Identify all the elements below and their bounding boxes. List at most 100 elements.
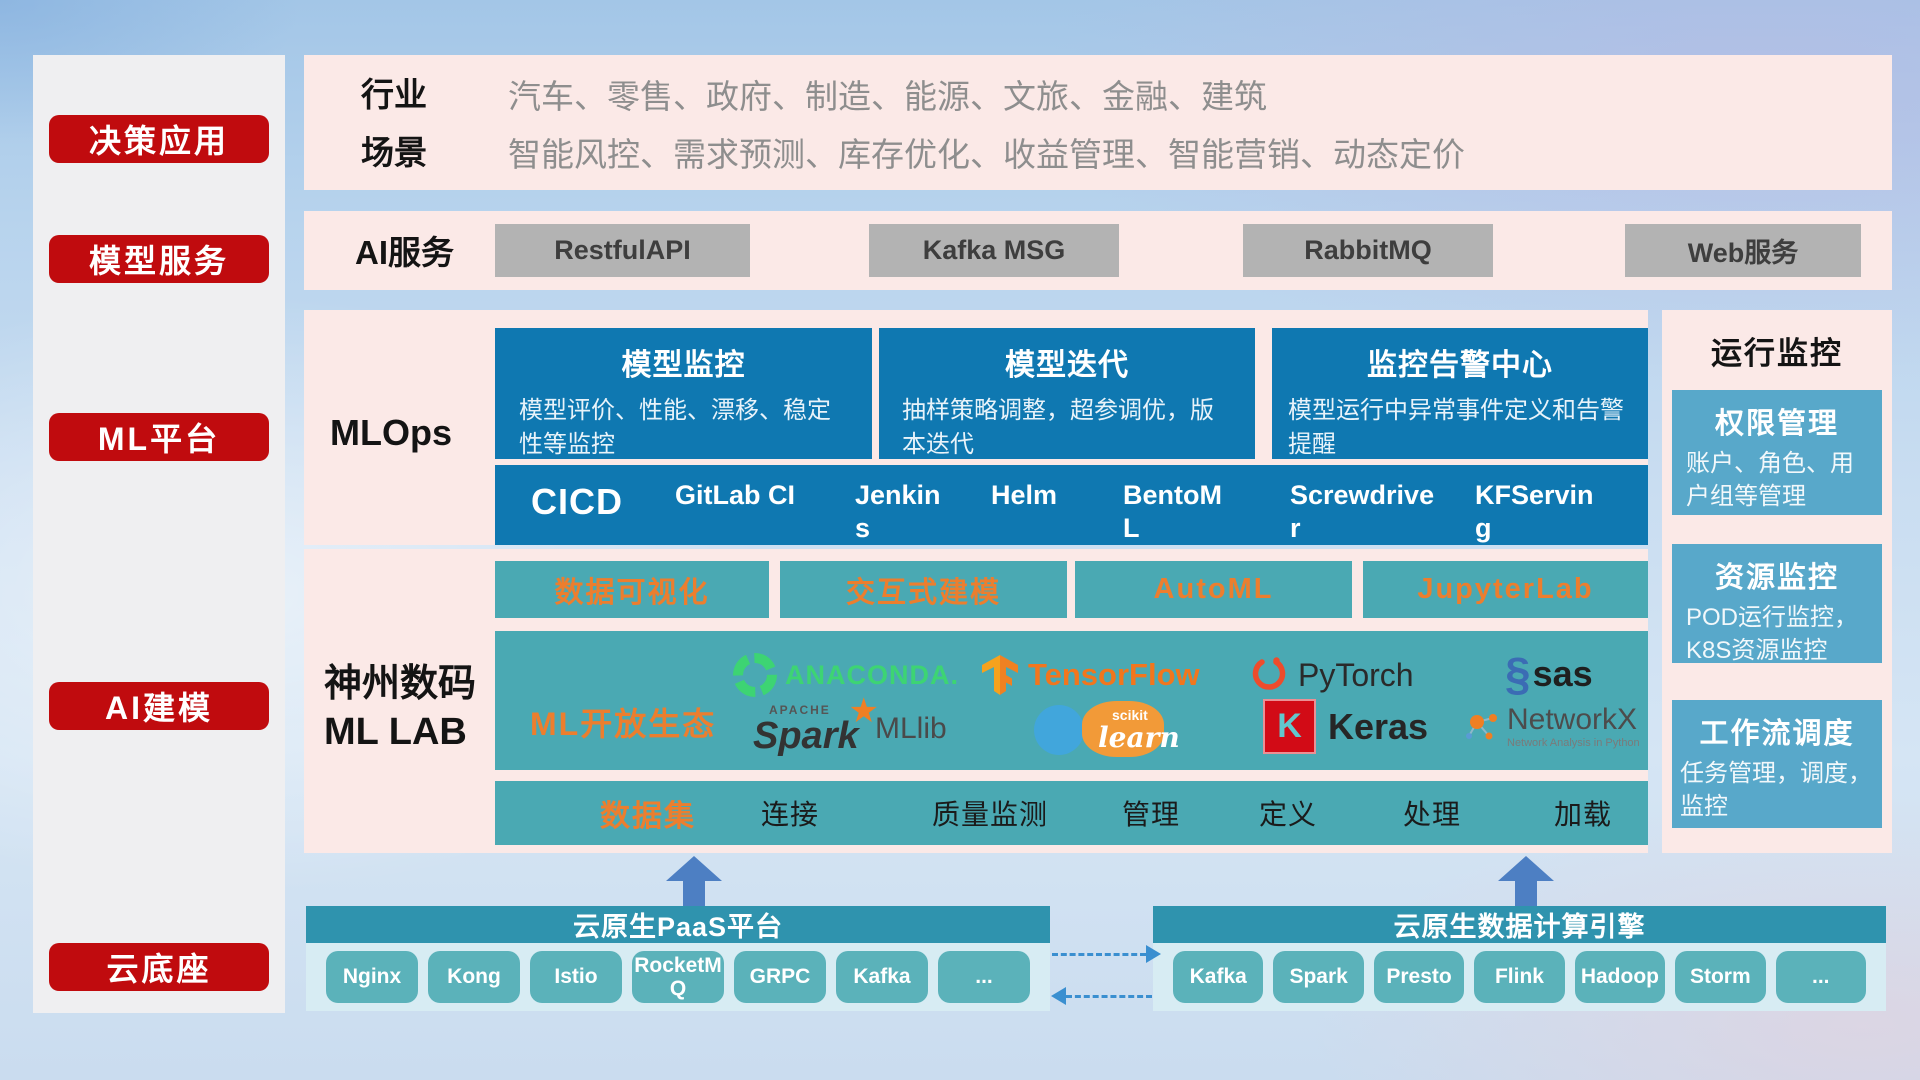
- tensorflow-logo: TensorFlow: [980, 653, 1200, 697]
- mlops-box-alert-center: 监控告警中心 模型运行中异常事件定义和告警提醒: [1272, 328, 1648, 459]
- box-desc: 任务管理，调度，监控: [1680, 760, 1872, 820]
- industry-scenario-panel: 行业 汽车、零售、政府、制造、能源、文旅、金融、建筑 场景 智能风控、需求预测、…: [304, 55, 1892, 190]
- networkx-text: NetworkX: [1507, 703, 1638, 736]
- spark-apache-text: APACHE: [769, 703, 831, 717]
- pytorch-icon: [1252, 657, 1286, 690]
- paas-button-nginx[interactable]: Nginx: [326, 951, 418, 1003]
- sidebar: 决策应用 模型服务 ML平台 AI建模 云底座: [33, 55, 285, 1013]
- spark-text: Spark: [753, 715, 859, 757]
- monitor-box-workflow: 工作流调度 任务管理，调度，监控: [1672, 700, 1882, 828]
- box-desc: 模型运行中异常事件定义和告警提醒: [1288, 397, 1624, 458]
- service-button-web[interactable]: Web服务: [1625, 224, 1861, 277]
- sidebar-item-model-service[interactable]: 模型服务: [49, 235, 269, 283]
- ml-ecosystem-label: ML开放生态: [530, 706, 717, 742]
- engine-button-kafka[interactable]: Kafka: [1173, 951, 1264, 1003]
- anaconda-icon: [733, 653, 777, 697]
- engine-button-spark[interactable]: Spark: [1273, 951, 1364, 1003]
- keras-logo: K Keras: [1263, 699, 1428, 754]
- sidebar-item-decision-apps[interactable]: 决策应用: [49, 115, 269, 163]
- pytorch-logo: PyTorch: [1252, 655, 1414, 695]
- engine-button-storm[interactable]: Storm: [1675, 951, 1766, 1003]
- dashed-connector-left: [1066, 995, 1152, 998]
- paas-bar-title: 云原生PaaS平台: [306, 906, 1050, 943]
- mlops-panel: MLOps 模型监控 模型评价、性能、漂移、稳定性等监控 模型迭代 抽样策略调整…: [304, 310, 1648, 545]
- engine-button-more[interactable]: ...: [1775, 951, 1866, 1003]
- cicd-bar: CICD GitLab CI Jenkins Helm BentoML Scre…: [495, 465, 1648, 545]
- ai-service-panel: AI服务 RestfulAPI Kafka MSG RabbitMQ Web服务: [304, 211, 1892, 290]
- sidebar-item-ml-platform[interactable]: ML平台: [49, 413, 269, 461]
- box-title: 资源监控: [1714, 562, 1839, 594]
- box-desc: 模型评价、性能、漂移、稳定性等监控: [519, 397, 831, 458]
- engine-button-presto[interactable]: Presto: [1373, 951, 1465, 1003]
- mllab-box-automl[interactable]: AutoML: [1075, 561, 1352, 618]
- arrowhead-right-icon: [1146, 945, 1161, 963]
- dataset-label: 数据集: [600, 800, 696, 833]
- arrowhead-left-icon: [1051, 987, 1066, 1005]
- box-desc: 账户、角色、用户组等管理: [1686, 450, 1854, 510]
- dataset-bar: 数据集 连接 质量监测 管理 定义 处理 加载: [495, 781, 1648, 845]
- cicd-tool-gitlab-ci: GitLab CI: [675, 480, 795, 510]
- monitoring-title: 运行监控: [1711, 336, 1843, 371]
- cicd-tool-jenkins: Jenkins: [855, 480, 941, 543]
- spark-mllib-logo: APACHE Spark ★ MLlib: [753, 692, 947, 757]
- sas-text: sas: [1532, 653, 1593, 694]
- paas-button-kafka[interactable]: Kafka: [836, 951, 928, 1003]
- engine-button-hadoop[interactable]: Hadoop: [1574, 951, 1666, 1003]
- tensorflow-text: TensorFlow: [1028, 657, 1200, 692]
- service-button-rabbitmq[interactable]: RabbitMQ: [1243, 224, 1493, 277]
- engine-bar: Kafka Spark Presto Flink Hadoop Storm ..…: [1153, 943, 1886, 1011]
- sidebar-item-cloud-base[interactable]: 云底座: [49, 943, 269, 991]
- box-desc: POD运行监控，K8S资源监控: [1686, 604, 1859, 664]
- mlops-label: MLOps: [330, 412, 452, 453]
- networkx-logo: NetworkX Network Analysis in Python: [1463, 705, 1640, 749]
- service-button-kafka-msg[interactable]: Kafka MSG: [869, 224, 1119, 277]
- networkx-icon: [1466, 714, 1497, 740]
- paas-button-istio[interactable]: Istio: [530, 951, 622, 1003]
- mlops-box-model-iteration: 模型迭代 抽样策略调整，超参调优，版本迭代: [879, 328, 1255, 459]
- dataset-item-process: 处理: [1402, 799, 1462, 830]
- sidebar-item-ai-modeling[interactable]: AI建模: [49, 682, 269, 730]
- cicd-tool-bentoml: BentoML: [1123, 480, 1222, 543]
- industry-values: 汽车、零售、政府、制造、能源、文旅、金融、建筑: [508, 78, 1267, 115]
- cicd-tool-screwdriver: Screwdriver: [1290, 480, 1435, 543]
- mllab-label-line2: ML LAB: [324, 710, 467, 753]
- scikit-learn-icon: scikit learn: [1034, 701, 1180, 757]
- paas-button-kong[interactable]: Kong: [428, 951, 520, 1003]
- engine-button-flink[interactable]: Flink: [1474, 951, 1565, 1003]
- box-title: 模型迭代: [1005, 349, 1129, 382]
- scikit-text: scikit: [1112, 707, 1148, 723]
- mllab-label-line1: 神州数码: [324, 663, 477, 705]
- scenario-label: 场景: [361, 134, 427, 171]
- mllab-box-data-visualization[interactable]: 数据可视化: [495, 561, 769, 618]
- box-title: 权限管理: [1714, 408, 1839, 440]
- service-button-restfulapi[interactable]: RestfulAPI: [495, 224, 750, 277]
- ai-service-label: AI服务: [355, 234, 454, 271]
- mllab-label: 神州数码 ML LAB: [324, 661, 494, 756]
- dataset-item-quality: 质量监测: [931, 799, 1049, 830]
- mlops-box-model-monitoring: 模型监控 模型评价、性能、漂移、稳定性等监控: [495, 328, 872, 459]
- scenario-values: 智能风控、需求预测、库存优化、收益管理、智能营销、动态定价: [508, 136, 1465, 173]
- box-title: 模型监控: [621, 349, 746, 382]
- dataset-item-load: 加载: [1553, 799, 1613, 830]
- monitor-box-resources: 资源监控 POD运行监控，K8S资源监控: [1672, 544, 1882, 664]
- mllab-box-interactive-modeling[interactable]: 交互式建模: [780, 561, 1067, 618]
- industry-label: 行业: [361, 76, 427, 113]
- mllib-text: MLlib: [875, 712, 947, 745]
- paas-button-more[interactable]: ...: [938, 951, 1030, 1003]
- engine-bar-title: 云原生数据计算引擎: [1153, 906, 1886, 943]
- box-title: 监控告警中心: [1367, 349, 1553, 382]
- mllab-box-jupyterlab[interactable]: JupyterLab: [1363, 561, 1648, 618]
- scikit-blue-blob: [1034, 705, 1084, 755]
- paas-button-grpc[interactable]: GRPC: [734, 951, 826, 1003]
- networkx-subtitle: Network Analysis in Python: [1507, 737, 1640, 749]
- dataset-item-manage: 管理: [1121, 799, 1181, 830]
- dataset-item-define: 定义: [1258, 799, 1318, 830]
- cicd-tool-helm: Helm: [991, 480, 1058, 510]
- learn-text: learn: [1098, 721, 1180, 754]
- keras-text: Keras: [1328, 705, 1429, 747]
- monitor-box-permissions: 权限管理 账户、角色、用户组等管理: [1672, 390, 1882, 515]
- pytorch-text: PyTorch: [1298, 656, 1414, 693]
- spark-icon: APACHE Spark ★: [753, 692, 879, 757]
- paas-button-rocketmq[interactable]: RocketMQ: [632, 951, 724, 1003]
